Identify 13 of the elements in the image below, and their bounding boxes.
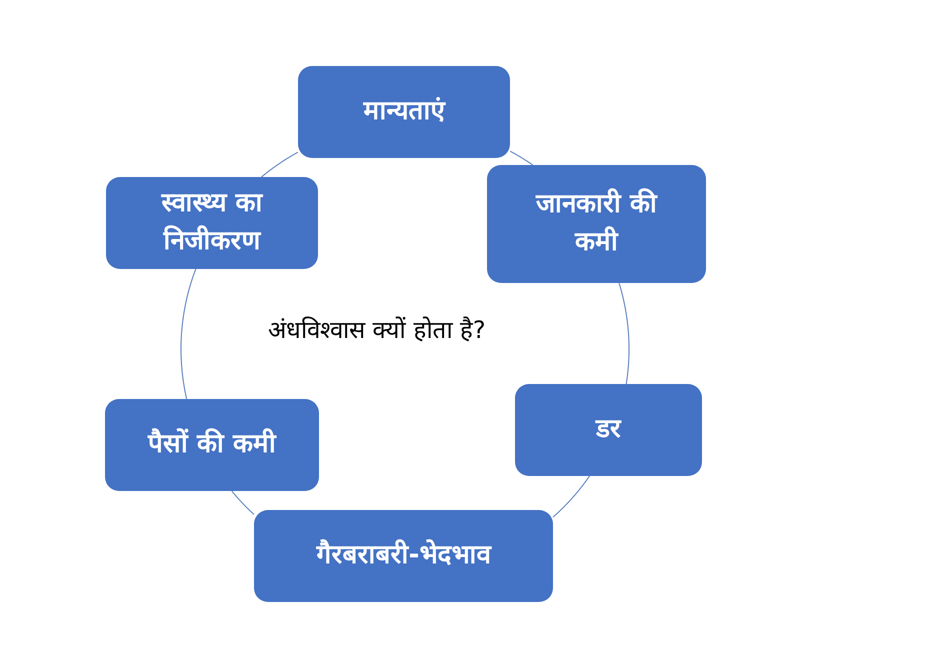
center-question: अंधविश्वास क्यों होता है? — [268, 315, 486, 345]
cause-box: पैसों की कमी — [105, 399, 319, 491]
cause-box: स्वास्थ्य का निजीकरण — [106, 177, 318, 269]
connector-arc — [261, 152, 298, 178]
cause-box: गैरबराबरी-भेदभाव — [254, 510, 553, 602]
connector-arc — [552, 476, 590, 518]
cause-box: डर — [515, 384, 702, 476]
connector-arc — [618, 282, 630, 384]
cause-box: जानकारी की कमी — [487, 165, 706, 283]
connector-arc — [231, 490, 254, 515]
connector-arc — [180, 268, 196, 400]
connector-arc — [510, 150, 534, 166]
cause-box: मान्यताएं — [298, 66, 510, 158]
